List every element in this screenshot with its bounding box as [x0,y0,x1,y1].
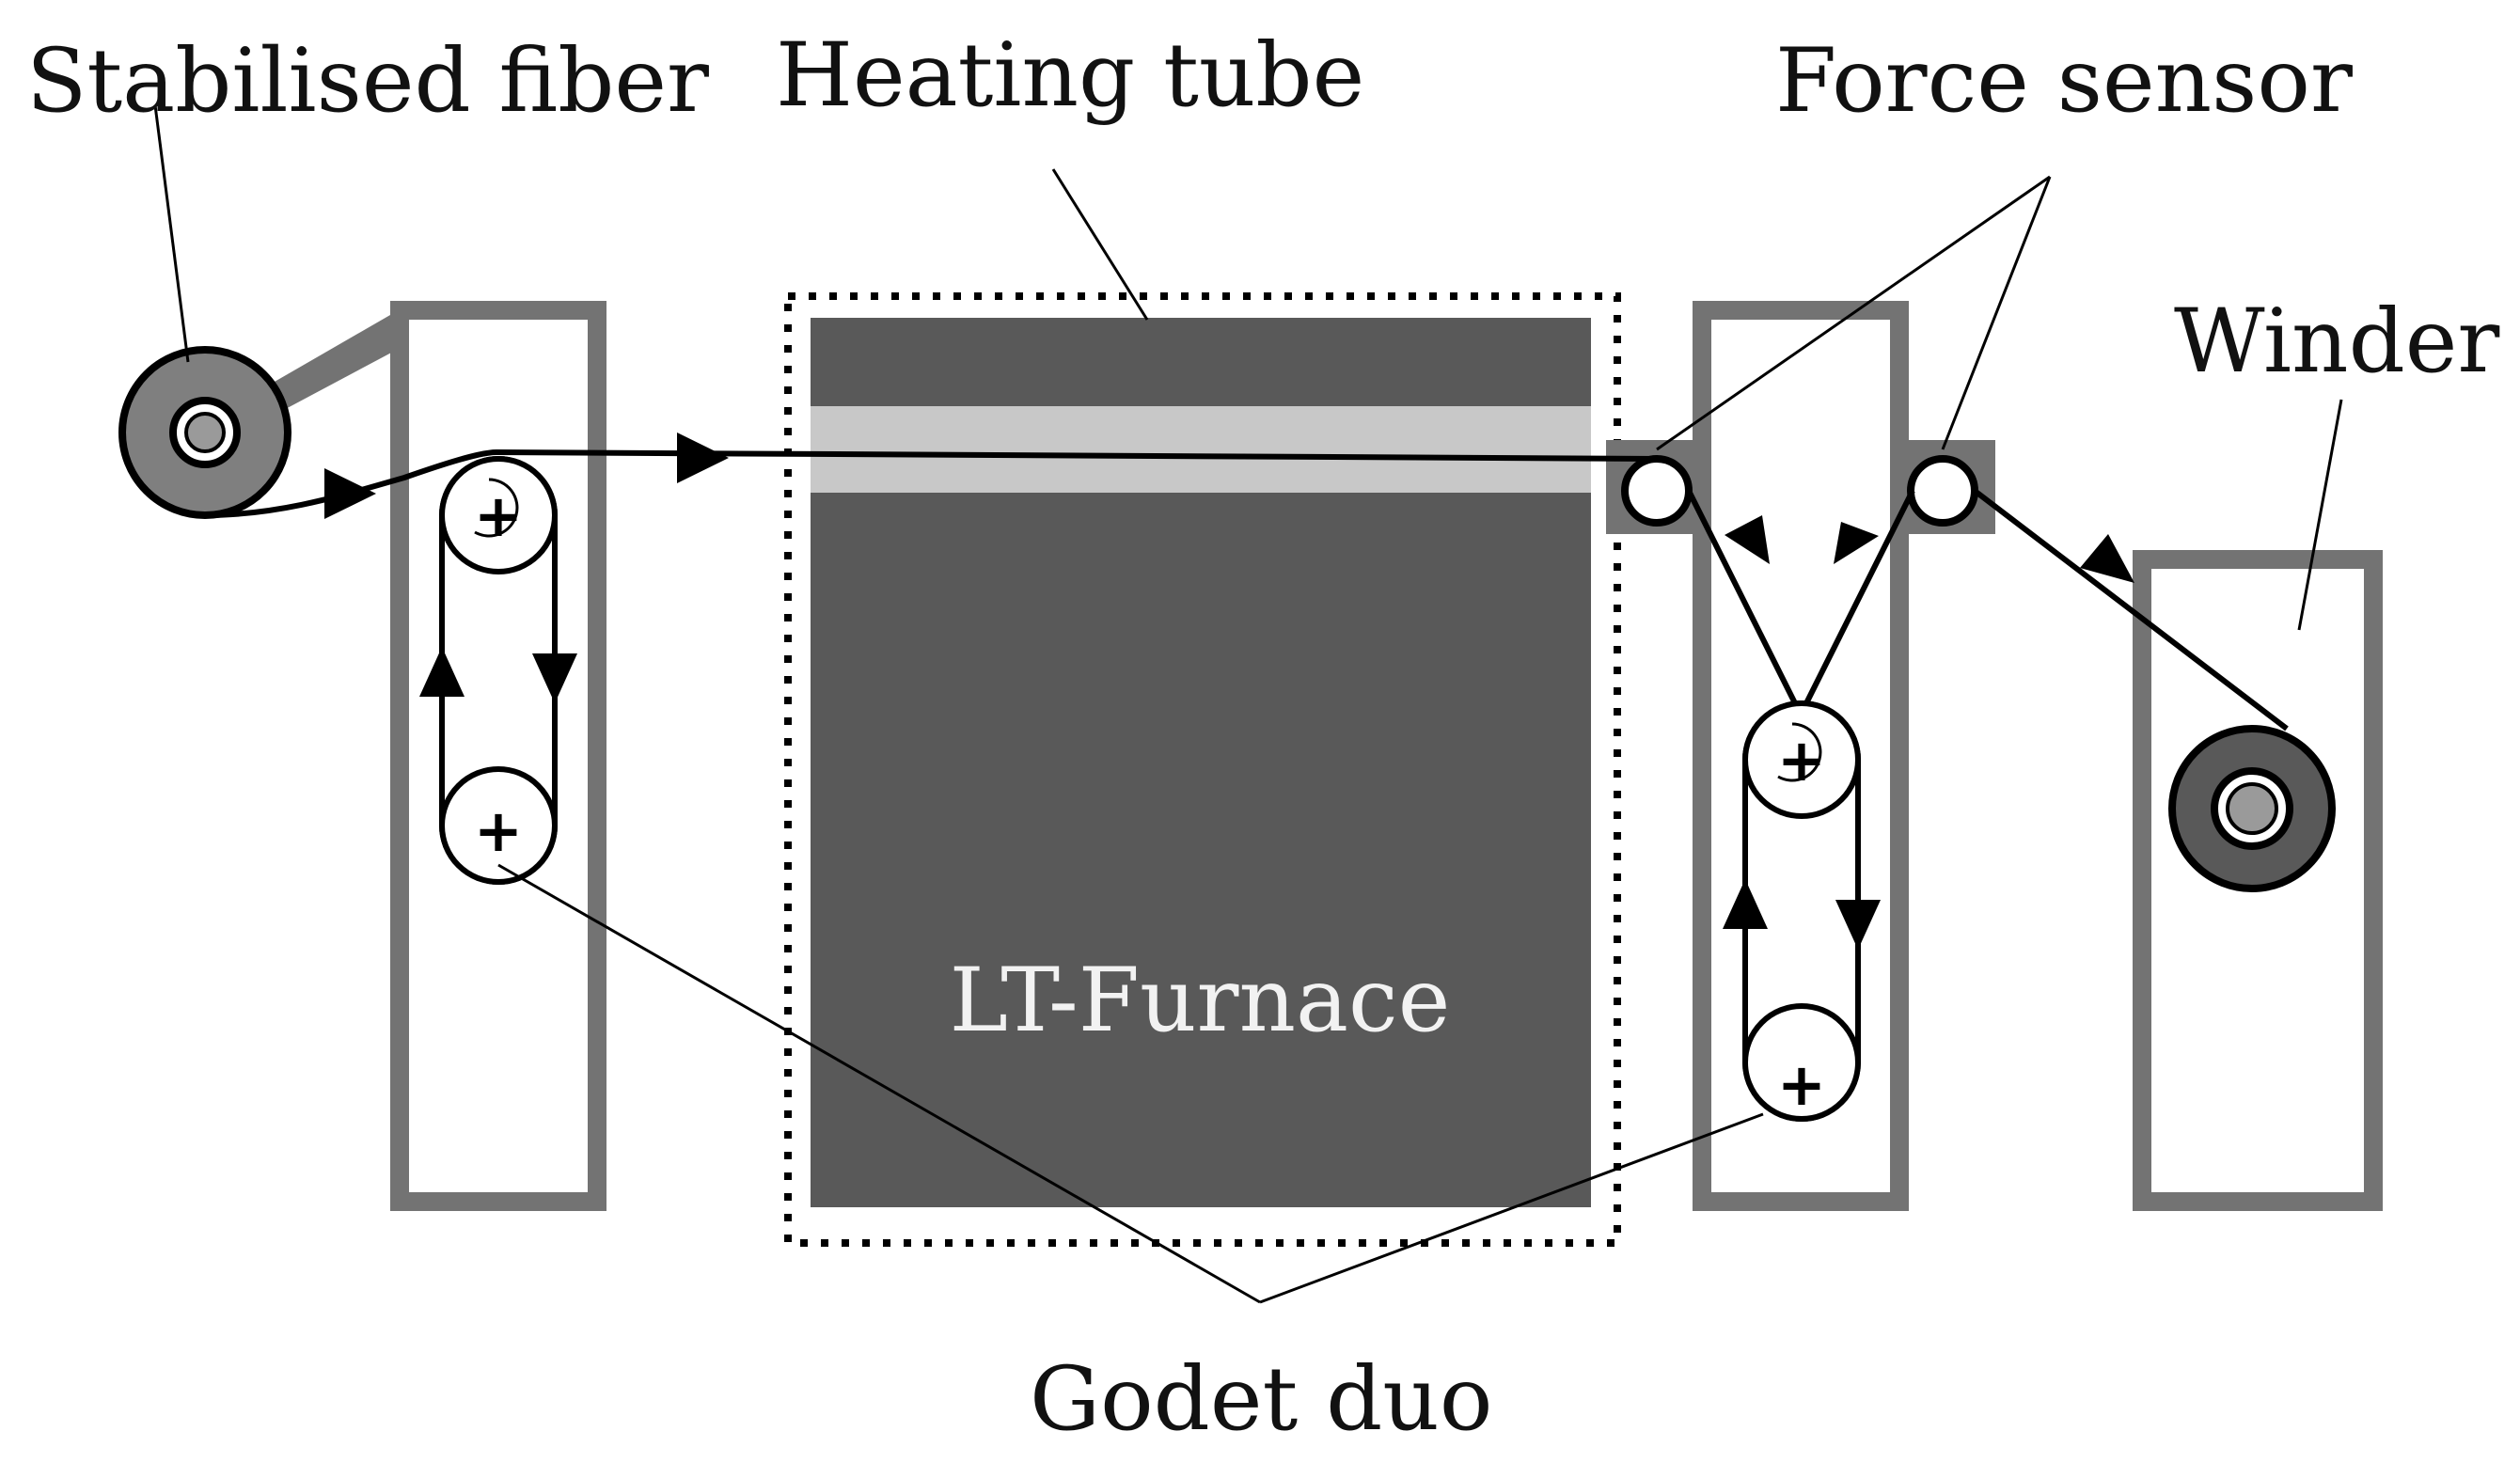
roller-axis-icon: + [1777,726,1826,794]
arrow-right-icon [324,468,376,519]
leader-stabilised-fiber [153,104,190,363]
godet-roller-right-top [1742,700,1861,819]
leader-force-sensor-left [1656,175,2051,451]
godet-roller-right-bottom [1742,1003,1861,1122]
fiber-to-winder [1973,488,2289,732]
label-force-sensor: Force sensor [1775,30,2353,133]
godet-rollers: + + + + [439,456,1861,1122]
roller-axis-icon: + [474,481,523,550]
arrow-right-icon [677,433,729,483]
direction-arrows [324,433,2134,950]
label-stabilised-fiber: Stabilised fiber [26,30,709,133]
arrow-down-right-icon [2080,534,2134,583]
fiber-cross-down [1686,489,1803,716]
arrow-up-icon [1723,879,1768,929]
spool-mount [268,315,409,412]
heating-tube [811,406,1591,493]
force-sensor-roller-right [1907,455,1978,527]
spool-core [184,412,226,453]
roller-axis-icon: + [1777,1050,1826,1119]
arrow-up-icon [419,647,465,697]
furnace-enclosure [784,292,1621,1247]
label-heating-tube: Heating tube [776,24,1364,127]
arrow-down-icon [532,653,577,703]
godet-frame-left [390,301,606,1211]
winder-spool-core [2226,782,2278,835]
leader-godet-left [497,863,1261,1304]
leader-godet-right [1259,1112,1764,1304]
stabilised-fiber-spool [118,315,409,519]
label-godet-duo: Godet duo [1030,1348,1492,1451]
leader-winder [2297,399,2343,631]
leader-heating-tube [1051,168,1149,321]
rotation-arrow-icon [474,478,519,538]
force-sensor-roller-left [1621,455,1693,527]
label-winder: Winder [2174,291,2499,393]
arrow-down-icon [1835,900,1881,950]
furnace-label: LT-Furnace [950,950,1451,1052]
rotation-arrow-icon [1777,722,1822,782]
godet-roller-left-bottom [439,766,558,885]
godet-frame-right-body [1693,301,1909,1211]
roller-axis-icon: + [474,796,523,865]
lt-furnace: LT-Furnace [784,292,1621,1247]
fiber-from-spool [204,449,497,518]
leader-force-sensor-right [1941,176,2052,450]
arrow-up-right-icon [1834,522,1879,564]
winder-frame [2133,550,2383,1211]
godet-frame-right [1606,301,1995,1211]
fiber-cross-up [1798,489,1915,716]
arrow-down-right-icon [1725,515,1770,564]
godet-roller-left-top [439,456,558,574]
winder [2133,550,2383,1211]
leader-lines [153,104,2343,1304]
